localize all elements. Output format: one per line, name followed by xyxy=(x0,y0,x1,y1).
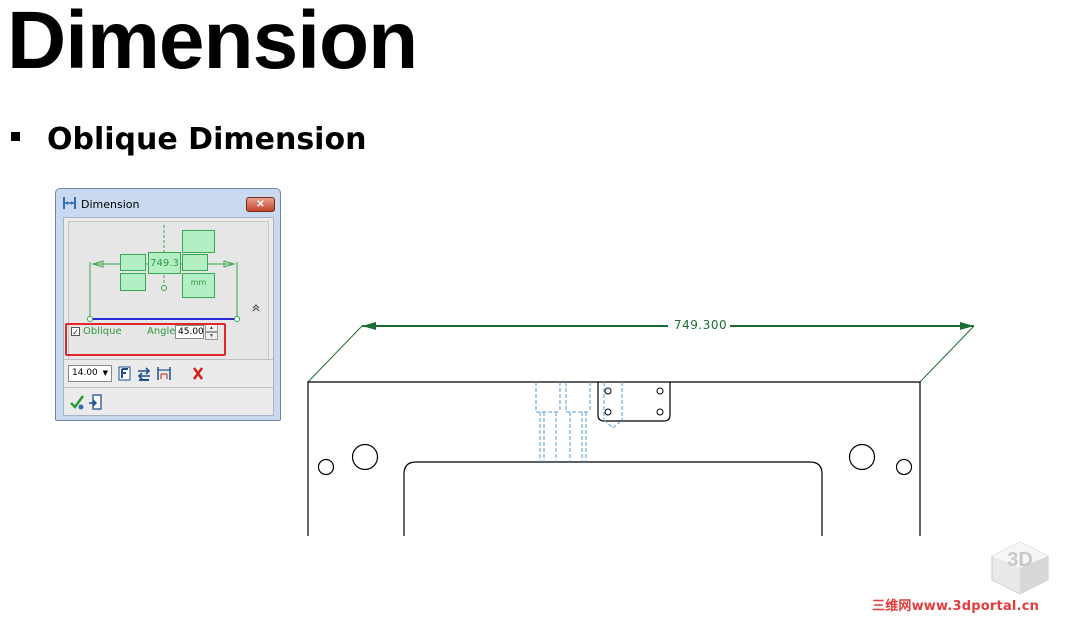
angle-label: Angle xyxy=(147,326,176,337)
dialog-toolbar: 14.00 ▼ xyxy=(68,364,269,384)
chevron-down-icon: ▼ xyxy=(102,369,108,377)
angle-input[interactable]: 45.00 xyxy=(175,325,204,339)
unit-box[interactable]: mm xyxy=(182,273,215,298)
divider xyxy=(64,387,273,388)
tolerance-upper-box[interactable] xyxy=(182,230,215,253)
hole xyxy=(317,458,335,476)
prefix-box-top[interactable] xyxy=(120,254,146,271)
exit-icon[interactable] xyxy=(88,394,104,410)
plate-outline xyxy=(307,381,921,536)
dialog-title: Dimension xyxy=(81,198,140,211)
dimension-icon xyxy=(63,197,76,209)
suffix-box[interactable] xyxy=(182,254,208,271)
cad-drawing xyxy=(307,322,975,536)
measure-icon[interactable] xyxy=(156,365,172,382)
watermark-logo-text: 3D xyxy=(1007,549,1033,571)
hole xyxy=(895,458,913,476)
bullet-marker xyxy=(11,132,20,141)
oblique-checkbox[interactable]: ✓ xyxy=(71,327,80,337)
dimension-preview: 749.3 mm xyxy=(68,221,269,360)
extension-line-left xyxy=(307,325,363,383)
font-size-select[interactable]: 14.00 ▼ xyxy=(68,365,112,382)
slide-subtitle: Oblique Dimension xyxy=(47,122,367,157)
font-size-value: 14.00 xyxy=(72,368,98,378)
hole xyxy=(351,443,379,471)
font-icon[interactable] xyxy=(117,365,133,382)
prefix-box-bottom[interactable] xyxy=(120,273,146,291)
oblique-label: Oblique xyxy=(83,326,122,337)
slide-title: Dimension xyxy=(7,0,418,86)
spin-down-icon[interactable]: ▼ xyxy=(205,332,218,340)
inner-pocket xyxy=(403,461,823,536)
watermark-logo: 3D xyxy=(991,541,1049,595)
ok-icon[interactable] xyxy=(69,394,85,410)
close-button[interactable]: ✕ xyxy=(246,197,275,212)
hidden-lines xyxy=(535,382,623,462)
dialog-body: 749.3 mm ✓ Oblique Angle 45.00 ▲ ▼ 14.00… xyxy=(63,217,274,416)
preview-diagram xyxy=(87,225,240,322)
watermark-text: 三维网www.3dportal.cn xyxy=(872,599,1040,614)
oblique-options-row: ✓ Oblique Angle 45.00 ▲ ▼ xyxy=(68,321,224,344)
arrow-left-icon xyxy=(362,322,376,330)
value-box[interactable]: 749.3 xyxy=(148,252,181,274)
extension-line-right xyxy=(919,325,975,383)
dimension-value-label[interactable]: 749.300 xyxy=(671,318,731,332)
hole xyxy=(848,443,876,471)
dialog-titlebar[interactable]: Dimension ✕ xyxy=(56,189,280,217)
bracket xyxy=(597,382,671,422)
divider xyxy=(64,359,273,360)
delete-icon[interactable] xyxy=(190,365,206,382)
swap-icon[interactable] xyxy=(136,365,152,382)
dimension-dialog: Dimension ✕ xyxy=(55,188,281,421)
arrow-right-icon xyxy=(960,322,974,330)
oblique-highlight-box xyxy=(65,323,226,356)
close-icon: ✕ xyxy=(256,199,265,210)
collapse-icon[interactable] xyxy=(252,304,260,315)
